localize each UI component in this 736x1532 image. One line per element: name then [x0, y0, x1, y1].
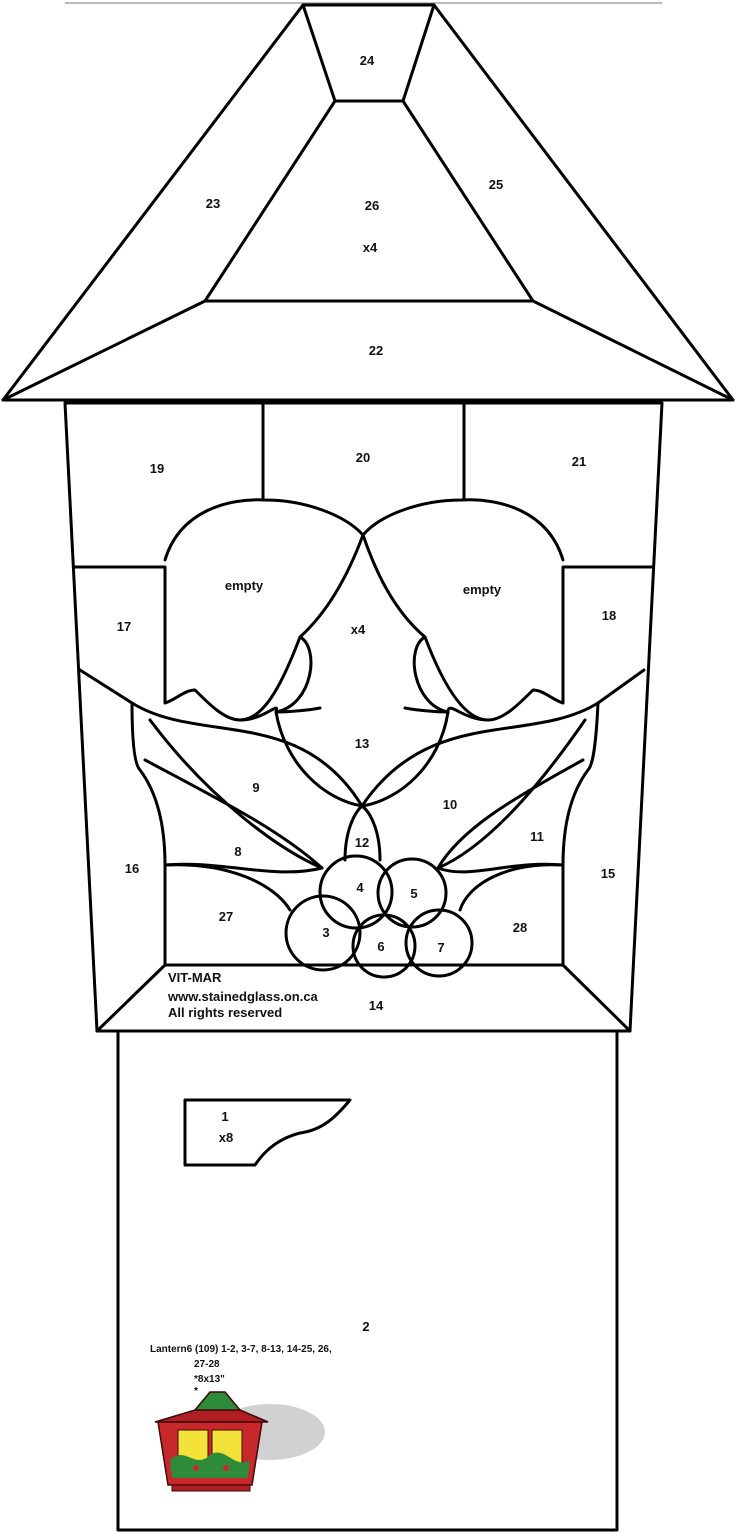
label-5: 5: [410, 886, 417, 901]
berry-6: [351, 913, 417, 979]
label-2: 2: [362, 1319, 369, 1334]
lantern-preview-icon: [154, 1391, 325, 1492]
label-16: 16: [125, 861, 139, 876]
upper-body-outline: [63, 401, 664, 1033]
label-6: 6: [377, 939, 384, 954]
label-9: 9: [252, 780, 259, 795]
label-26-qty: x4: [363, 240, 378, 255]
label-10: 10: [443, 797, 457, 812]
label-28: 28: [513, 920, 527, 935]
label-empty-left: empty: [225, 578, 264, 593]
credit-brand: VIT-MAR: [168, 970, 222, 985]
label-4: 4: [356, 880, 364, 895]
label-1: 1: [221, 1109, 228, 1124]
note-line-2: 27-28: [194, 1359, 220, 1370]
label-13-qty: x4: [351, 622, 366, 637]
label-1-qty: x8: [219, 1130, 233, 1145]
label-17: 17: [117, 619, 131, 634]
berry-4: [318, 854, 394, 930]
note-line-4: *: [194, 1386, 198, 1397]
credit-rights: All rights reserved: [168, 1005, 282, 1020]
berry-5: [376, 857, 448, 929]
roof: [1, 3, 735, 402]
holly-motif: [130, 498, 600, 979]
label-15: 15: [601, 866, 615, 881]
piece-2-outline: [116, 1029, 619, 1532]
label-21: 21: [572, 454, 586, 469]
label-empty-right: empty: [463, 582, 502, 597]
berry-3: [284, 894, 362, 972]
label-11: 11: [530, 829, 544, 844]
label-24: 24: [360, 53, 375, 68]
label-18: 18: [602, 608, 616, 623]
upper-body: [63, 401, 664, 1033]
label-26: 26: [365, 198, 379, 213]
label-7: 7: [437, 940, 444, 955]
label-25: 25: [489, 177, 503, 192]
note-line-1: Lantern6 (109) 1-2, 3-7, 8-13, 14-25, 26…: [150, 1344, 332, 1355]
label-23: 23: [206, 196, 220, 211]
label-20: 20: [356, 450, 370, 465]
berry-7: [404, 908, 474, 978]
label-27: 27: [219, 909, 233, 924]
note-line-3: *8x13": [194, 1374, 225, 1385]
label-8: 8: [234, 844, 241, 859]
label-12: 12: [355, 835, 369, 850]
label-22: 22: [369, 343, 383, 358]
piece-1-outline: [183, 1098, 352, 1167]
lower-body: [116, 1029, 619, 1532]
label-3: 3: [322, 925, 329, 940]
label-13: 13: [355, 736, 369, 751]
label-19: 19: [150, 461, 164, 476]
credit-website: www.stainedglass.on.ca: [167, 989, 319, 1004]
label-14: 14: [369, 998, 384, 1013]
